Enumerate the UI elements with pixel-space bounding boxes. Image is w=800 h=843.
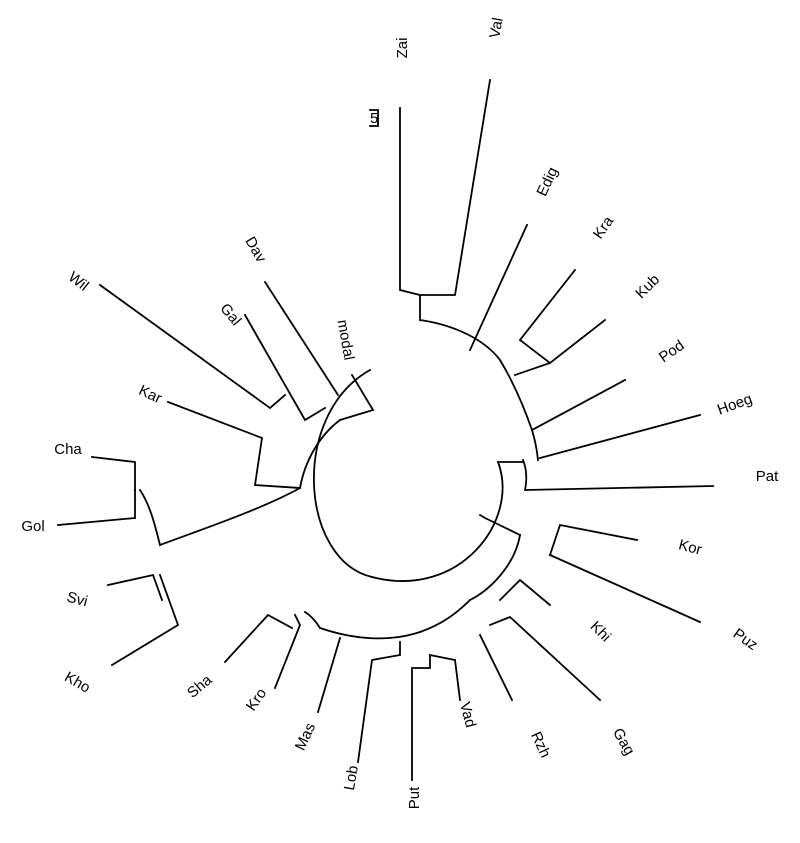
root-arc xyxy=(313,368,374,579)
branch-kho xyxy=(110,573,180,667)
leaf-label-hoeg: Hoeg xyxy=(715,390,755,418)
branch-zai xyxy=(399,107,422,297)
leaf-label-lob: Lob xyxy=(341,764,362,792)
branch-kar xyxy=(166,400,301,489)
leaf-label-pod: Pod xyxy=(656,337,688,366)
scale-bar-line xyxy=(369,109,379,127)
branch-dav xyxy=(263,280,340,397)
leaf-label-kra: Kra xyxy=(590,213,618,242)
branch-kro xyxy=(273,613,301,690)
leaf-label-put: Put xyxy=(406,786,423,809)
branch-put xyxy=(411,654,431,781)
arc-right-mid xyxy=(498,358,539,461)
leaf-label-rzh: Rzh xyxy=(527,729,554,760)
branch-hoeg xyxy=(538,413,702,460)
branch-puz xyxy=(548,553,702,624)
branch-gal xyxy=(243,313,327,422)
root-arc-right xyxy=(370,460,504,582)
branch-gag xyxy=(488,615,602,702)
leaf-label-gol: Gol xyxy=(21,518,44,535)
leaf-label-zai: Zai xyxy=(394,38,411,59)
branch-val xyxy=(419,78,492,321)
join-lower-right xyxy=(478,513,522,537)
branch-cha xyxy=(91,456,136,491)
leaf-label-pat: Pat xyxy=(756,468,779,485)
leaf-label-val: Val xyxy=(486,16,506,39)
leaf-label-wil: Wil xyxy=(65,268,92,294)
branch-kor xyxy=(548,523,639,557)
branch-gol xyxy=(57,489,136,526)
leaf-label-puz: Puz xyxy=(730,625,761,654)
branch-pat xyxy=(525,485,714,491)
arc-lower-right xyxy=(468,533,522,602)
leaf-label-kar: Kar xyxy=(136,382,164,407)
branch-lob xyxy=(356,641,401,764)
leaf-label-mas: Mas xyxy=(292,720,319,753)
branch-mas xyxy=(316,636,342,714)
branch-edig xyxy=(468,223,529,352)
branch-sha xyxy=(223,613,294,664)
leaf-label-edig: Edig xyxy=(533,165,561,199)
leaf-label-gal: Gal xyxy=(216,300,244,329)
leaf-label-kro: Kro xyxy=(243,685,270,714)
branch-svi xyxy=(106,573,164,602)
leaf-label-kub: Kub xyxy=(632,271,663,302)
leaf-label-cha: Cha xyxy=(54,441,82,458)
branch-modal xyxy=(338,373,375,422)
leaf-label-kho: Kho xyxy=(61,669,93,697)
arc-upper-right xyxy=(418,318,502,362)
leaf-label-gag: Gag xyxy=(609,725,638,758)
arc-left-upper xyxy=(298,418,342,490)
branch-kub xyxy=(513,318,607,377)
scale-bar: 5 xyxy=(369,109,379,127)
arc-bottom xyxy=(318,626,422,640)
arc-right-lower xyxy=(521,458,528,492)
leaf-label-vad: Vad xyxy=(456,700,479,729)
arc-lower-mid xyxy=(418,598,472,634)
leaf-label-modal: modal xyxy=(334,318,358,361)
branch-vad xyxy=(428,653,462,702)
tree-branches xyxy=(57,78,714,781)
branch-khi xyxy=(498,578,552,607)
leaf-label-dav: Dav xyxy=(241,234,269,266)
branch-pod xyxy=(530,378,627,432)
arc-bottom-left xyxy=(303,610,322,630)
leaf-label-khi: Khi xyxy=(587,618,614,645)
leaf-label-svi: Svi xyxy=(65,589,90,611)
branch-wil xyxy=(98,283,287,410)
leaf-label-kor: Kor xyxy=(677,536,704,558)
scale-bar-label: 5 xyxy=(370,110,378,127)
branch-kra xyxy=(518,268,577,365)
branch-rzh xyxy=(478,633,514,702)
arc-left-lower xyxy=(158,486,302,547)
leaf-label-sha: Sha xyxy=(184,671,216,702)
arc-left-mid xyxy=(138,488,162,547)
